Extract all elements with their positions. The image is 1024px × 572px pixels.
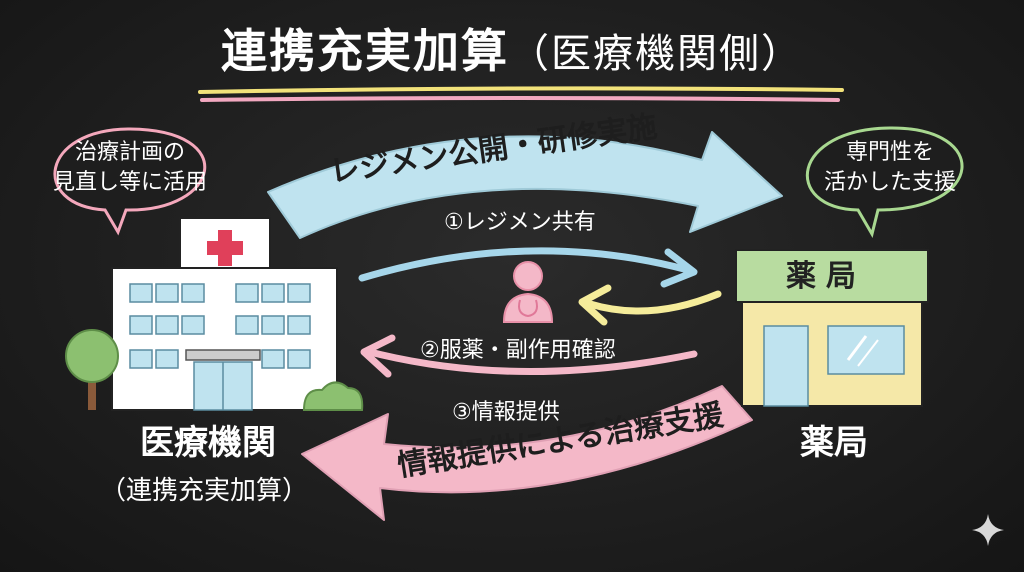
hospital-building-icon xyxy=(111,217,338,411)
title-sub: （医療機関側） xyxy=(509,31,803,77)
big-blue-arrow xyxy=(267,131,783,239)
sparkle-icon xyxy=(972,514,1004,546)
pharmacy-label: 薬局 xyxy=(800,423,868,463)
step1-arrow xyxy=(358,247,698,288)
big-pink-arrow xyxy=(301,385,753,521)
pharmacist-icon xyxy=(502,261,554,323)
hospital-label: 医療機関 xyxy=(140,423,276,463)
step2-arrow xyxy=(360,334,698,378)
right-bubble-line1: 専門性を xyxy=(845,140,934,165)
left-bubble-line1: 治療計画の xyxy=(74,140,185,165)
bush-icon xyxy=(302,381,364,411)
right-bubble-line2: 活かした支援 xyxy=(823,169,956,195)
hospital-sublabel: （連携充実加算） xyxy=(100,476,309,506)
left-bubble-line2: 見直し等に活用 xyxy=(52,169,207,195)
page-title: 連携充実加算（医療機関側） xyxy=(0,28,1024,74)
step1-label: ①レジメン共有 xyxy=(444,210,596,235)
left-bubble-text: 治療計画の 見直し等に活用 xyxy=(52,138,208,197)
left-speech-bubble xyxy=(53,127,207,236)
pharmacy-building-icon xyxy=(735,249,929,407)
step2-label: ②服薬・副作用確認 xyxy=(420,338,616,363)
tree-icon xyxy=(65,329,119,410)
yellow-arrow xyxy=(578,284,722,326)
right-speech-bubble xyxy=(806,126,964,238)
step3-label: ③情報提供 xyxy=(452,400,560,425)
title-underline-pink xyxy=(200,96,840,102)
title-underline-yellow xyxy=(198,86,844,94)
right-bubble-text: 専門性を 活かした支援 xyxy=(810,138,970,197)
pharmacy-sign: 薬局 xyxy=(786,259,866,294)
title-main: 連携充実加算 xyxy=(221,24,509,78)
